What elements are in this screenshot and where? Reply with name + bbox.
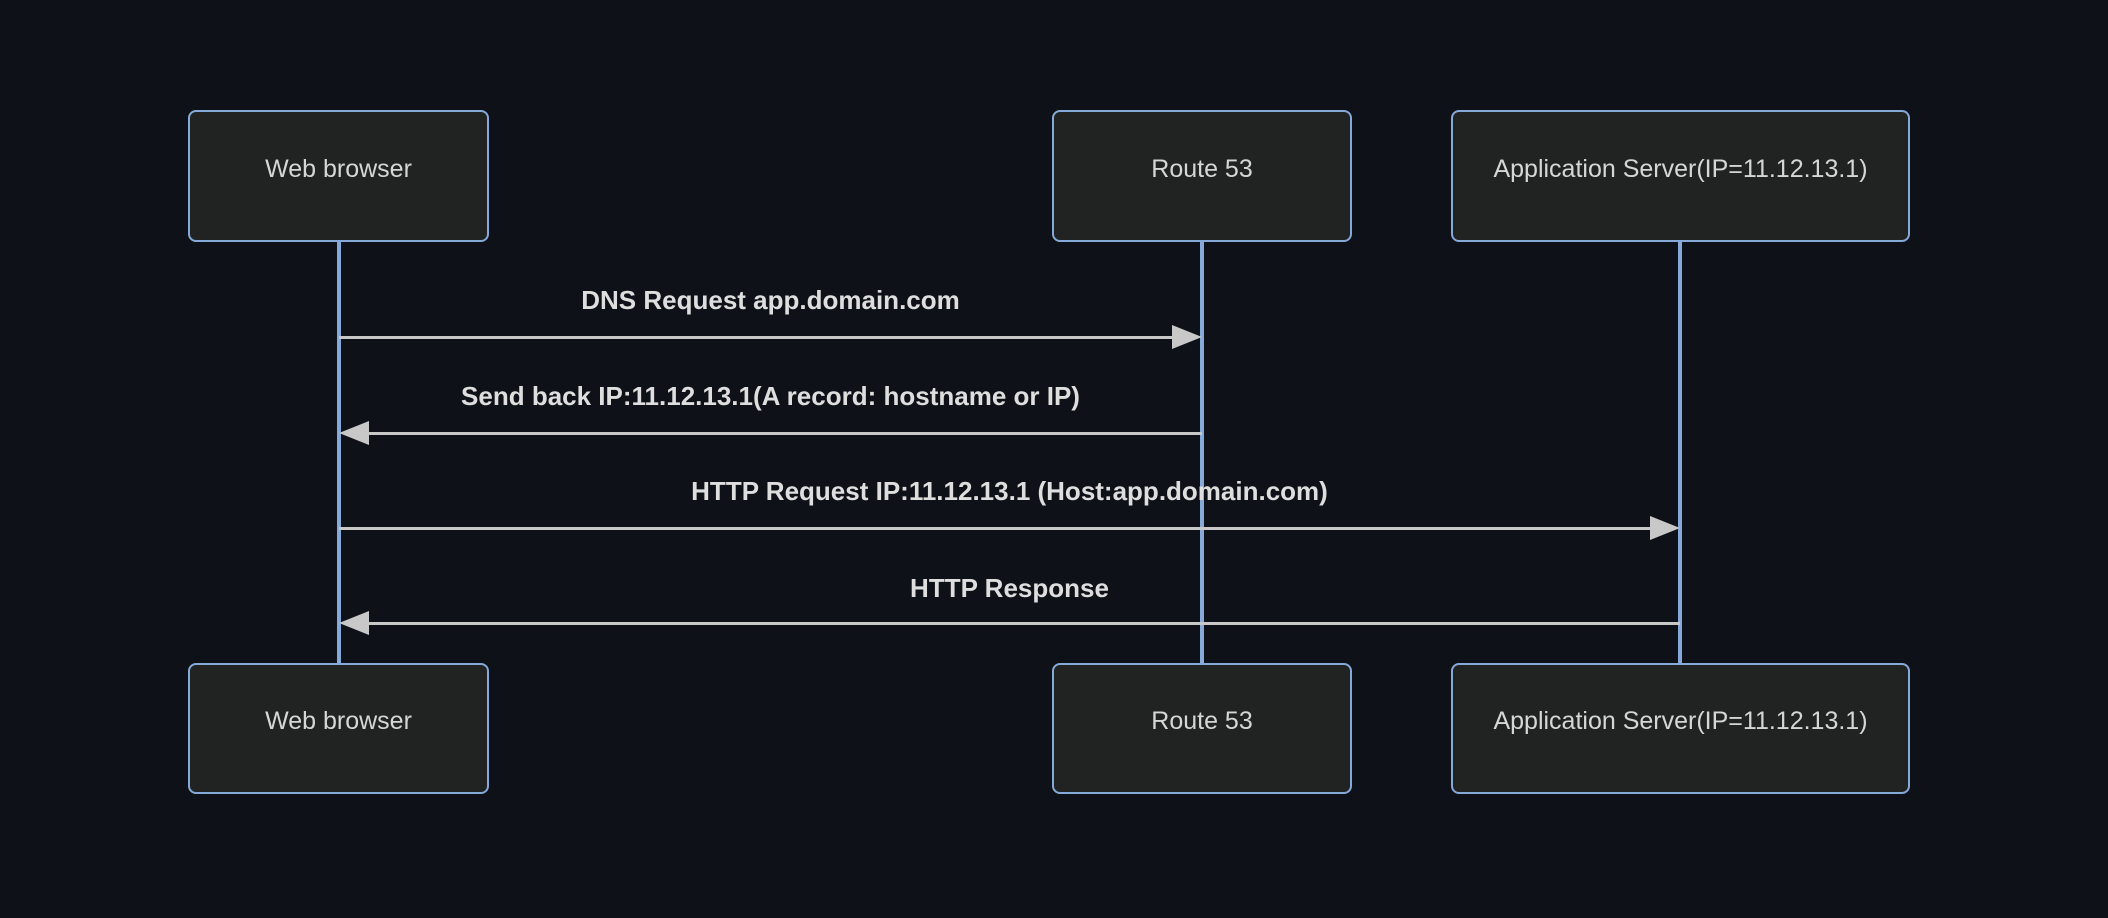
message-label-dns-response: Send back IP:11.12.13.1(A record: hostna… bbox=[461, 381, 1080, 411]
lifeline-app-server bbox=[1678, 240, 1682, 666]
actor-top-web-browser: Web browser bbox=[188, 110, 489, 242]
actor-label-route-53: Route 53 bbox=[1151, 707, 1253, 735]
message-label-http-response: HTTP Response bbox=[910, 573, 1109, 603]
actor-label-app-server: Application Server(IP=11.12.13.1) bbox=[1493, 707, 1868, 735]
actor-bottom-route-53: Route 53 bbox=[1052, 663, 1352, 794]
actor-label-route-53: Route 53 bbox=[1151, 154, 1253, 183]
message-arrow-http-request bbox=[339, 527, 1652, 530]
message-arrow-dns-response bbox=[367, 432, 1202, 435]
actor-label-web-browser: Web browser bbox=[265, 154, 412, 183]
message-arrow-http-response bbox=[367, 622, 1680, 625]
arrowhead-right-icon bbox=[1172, 325, 1202, 349]
actor-top-app-server: Application Server(IP=11.12.13.1) bbox=[1451, 110, 1910, 242]
message-label-dns-request: DNS Request app.domain.com bbox=[581, 285, 960, 315]
message-label-http-request: HTTP Request IP:11.12.13.1 (Host:app.dom… bbox=[691, 476, 1328, 506]
actor-label-app-server: Application Server(IP=11.12.13.1) bbox=[1493, 154, 1868, 183]
actor-bottom-app-server: Application Server(IP=11.12.13.1) bbox=[1451, 663, 1910, 794]
actor-bottom-web-browser: Web browser bbox=[188, 663, 489, 794]
lifeline-web-browser bbox=[337, 240, 341, 666]
actor-label-web-browser: Web browser bbox=[265, 707, 412, 735]
arrowhead-right-icon bbox=[1650, 516, 1680, 540]
arrowhead-left-icon bbox=[339, 611, 369, 635]
lifeline-route-53 bbox=[1200, 240, 1204, 666]
actor-top-route-53: Route 53 bbox=[1052, 110, 1352, 242]
message-arrow-dns-request bbox=[339, 336, 1174, 339]
arrowhead-left-icon bbox=[339, 421, 369, 445]
